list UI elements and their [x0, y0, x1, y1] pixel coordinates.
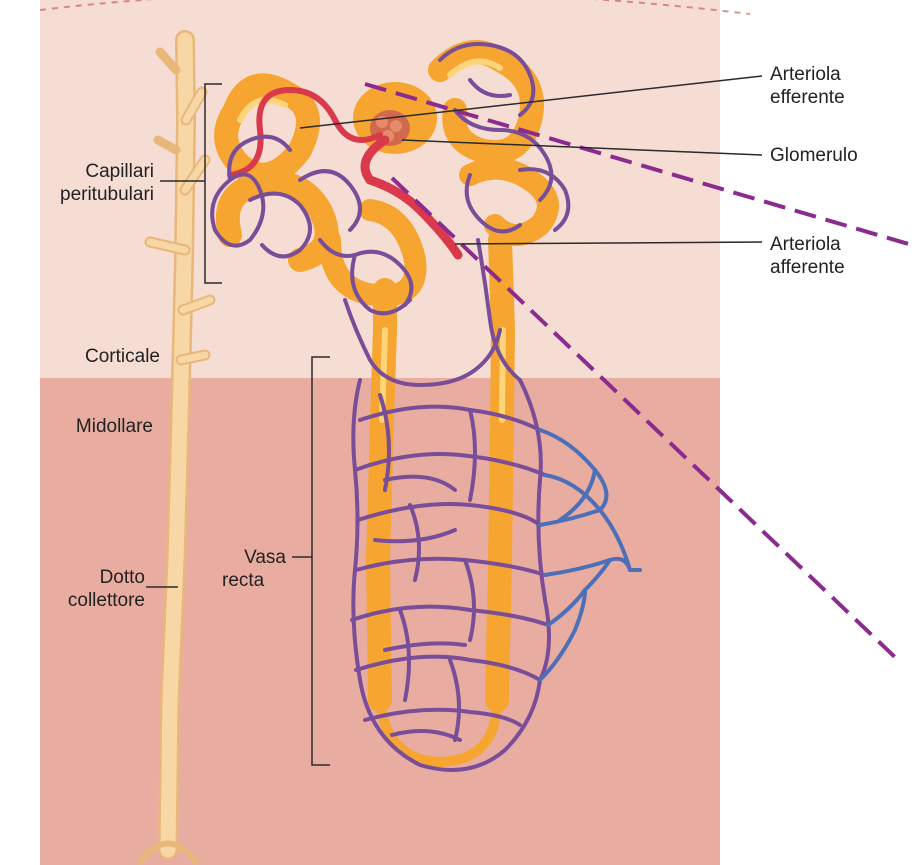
label-afferente-line2: afferente [770, 256, 900, 279]
label-efferente-line1: Arteriola [770, 63, 900, 86]
label-vasa-line2: recta [200, 569, 286, 592]
label-vasa-line1: Vasa [200, 546, 286, 569]
label-corticale: Corticale [20, 345, 160, 368]
label-capillari-line1: Capillari [20, 160, 154, 183]
label-arteriola-efferente: Arteriola efferente [770, 63, 900, 109]
label-afferente-line1: Arteriola [770, 233, 900, 256]
label-capillari-line2: peritubulari [20, 183, 154, 206]
label-arteriola-afferente: Arteriola afferente [770, 233, 900, 279]
label-dotto-collettore: Dotto collettore [20, 566, 145, 612]
label-efferente-line2: efferente [770, 86, 900, 109]
label-vasa-recta: Vasa recta [200, 546, 286, 592]
label-capillari-peritubulari: Capillari peritubulari [20, 160, 154, 206]
label-midollare: Midollare [20, 415, 153, 438]
label-dotto-line1: Dotto [20, 566, 145, 589]
label-glomerulo: Glomerulo [770, 144, 900, 167]
label-dotto-line2: collettore [20, 589, 145, 612]
